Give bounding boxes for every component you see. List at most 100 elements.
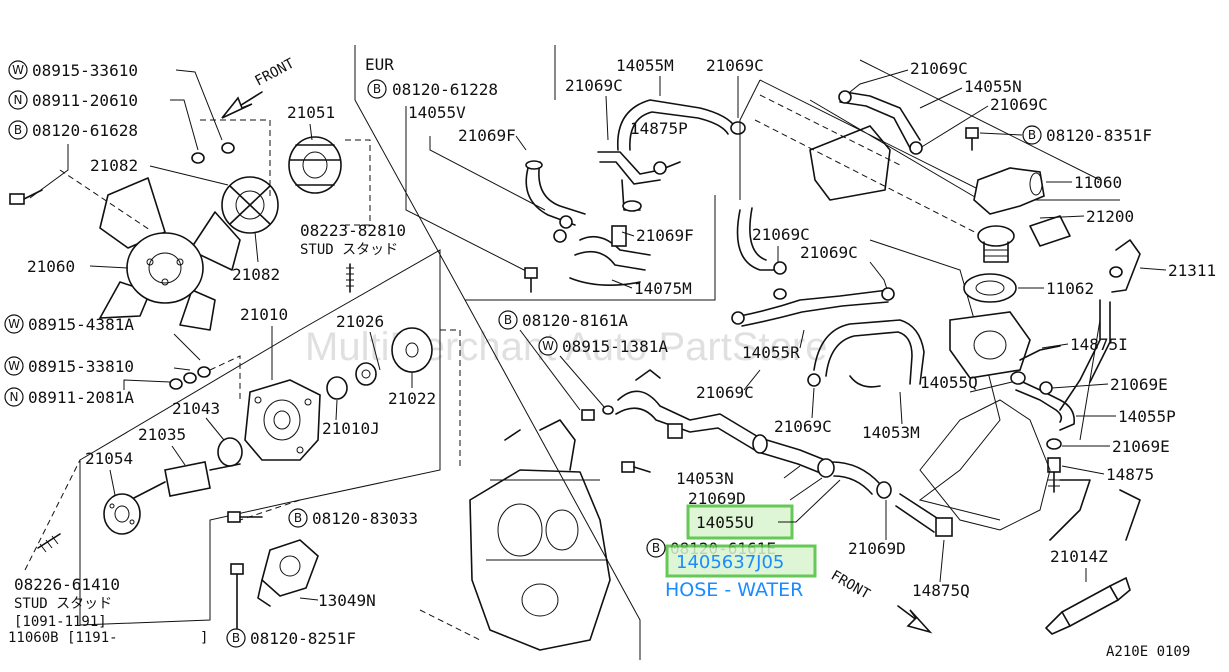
svg-text:B: B	[294, 511, 302, 525]
front-cover	[919, 399, 1141, 541]
label-21051: 21051	[287, 103, 335, 122]
hose-14055r	[731, 207, 895, 327]
label-stud-82810: 08223-82810	[300, 221, 406, 240]
label-range-2-end: ]	[200, 630, 208, 646]
front-label-bottom: FRONT	[828, 568, 873, 603]
label-11060: 11060	[1074, 173, 1122, 192]
callout-w-4381a: W 08915-4381A	[4, 314, 201, 361]
label-61228: 08120-61228	[392, 80, 498, 99]
part-description: HOSE - WATER	[665, 579, 803, 601]
svg-text:B: B	[232, 631, 240, 645]
front-label-top: FRONT	[252, 55, 297, 89]
hose-14055p	[1010, 371, 1076, 450]
label-21010: 21010	[240, 305, 288, 324]
label-21311: 21311	[1168, 261, 1216, 280]
hose-14055m	[617, 99, 746, 151]
washer-row	[169, 355, 241, 400]
stud-61410	[37, 533, 61, 553]
label-14055m: 14055M	[616, 56, 674, 75]
bolt-8251f	[230, 563, 244, 633]
shaft-21035	[129, 461, 241, 501]
label-14055u[interactable]: 14055U	[696, 513, 754, 532]
svg-text:08120-61628: 08120-61628	[32, 121, 138, 140]
label-21069c-c: 21069C	[910, 59, 968, 78]
callout-b-8251f	[226, 628, 246, 648]
label-21035: 21035	[138, 425, 186, 444]
label-21069c-d: 21069C	[990, 95, 1048, 114]
hose-14055v	[525, 160, 586, 226]
callout-n-20610: N 08911-20610	[8, 90, 199, 151]
label-14875i: 14875I	[1070, 335, 1128, 354]
label-11062: 11062	[1046, 279, 1094, 298]
label-eur: EUR	[365, 55, 394, 74]
label-21054: 21054	[85, 449, 133, 468]
highlight-box-14055u[interactable]	[686, 504, 794, 540]
bracket-21311	[1109, 239, 1141, 293]
svg-text:B: B	[373, 82, 381, 96]
callout-w-33610: W 08915-33610	[8, 60, 223, 141]
clamp-21069d-a	[817, 458, 835, 478]
fan-clutch-21082	[221, 176, 279, 234]
housing-13049n	[257, 539, 319, 607]
washer-pair-top	[191, 142, 235, 164]
dash-fan-axis	[59, 119, 371, 231]
gasket-11062	[963, 273, 1017, 303]
bolt-center-b	[621, 461, 651, 473]
label-14055n: 14055N	[964, 77, 1022, 96]
sensor-14875	[1047, 457, 1061, 493]
bolt-center-a	[524, 267, 538, 293]
pipe-14875i	[1059, 299, 1111, 411]
pipe-14053n	[615, 369, 831, 477]
svg-text:N: N	[14, 93, 23, 107]
label-21069e-b: 21069E	[1112, 437, 1170, 456]
impeller-21026	[391, 327, 433, 373]
svg-text:B: B	[504, 313, 512, 327]
svg-text:08915-33810: 08915-33810	[28, 357, 134, 376]
svg-text:W: W	[8, 317, 20, 331]
label-21022: 21022	[388, 389, 436, 408]
bolt-8351f	[965, 127, 979, 151]
label-1381a: 08915-1381A	[562, 337, 668, 356]
label-11060b: 11060B [1191-	[8, 630, 118, 646]
svg-text:B: B	[652, 541, 660, 555]
label-21010j: 21010J	[322, 419, 380, 438]
label-21069d-a: 21069D	[688, 489, 746, 508]
svg-text:08911-20610: 08911-20610	[32, 91, 138, 110]
label-14053n: 14053N	[676, 469, 734, 488]
highlight-box-part-number[interactable]	[665, 544, 817, 578]
callout-b-61228	[367, 79, 387, 99]
pump-frame-dash	[24, 329, 481, 641]
thermostat-21200	[977, 215, 1071, 263]
label-21014z: 21014Z	[1050, 547, 1108, 566]
pipe-14875p	[597, 151, 681, 212]
callout-w-33810: W 08915-33810	[4, 356, 191, 376]
svg-text:08911-2081A: 08911-2081A	[28, 388, 134, 407]
label-13049n: 13049N	[318, 591, 376, 610]
label-21069c-e: 21069C	[752, 225, 810, 244]
label-21082-b: 21082	[232, 265, 280, 284]
label-8351f: 08120-8351F	[1046, 126, 1152, 145]
label-stud-61410: 08226-61410	[14, 575, 120, 594]
seal-21022	[326, 362, 377, 400]
label-range-1: [1091-1191]	[14, 614, 107, 630]
callout-b-8161a	[498, 310, 518, 330]
callout-n-2081a: N 08911-2081A	[4, 379, 171, 407]
bolt-61628	[9, 189, 43, 205]
water-pump-21010	[244, 379, 321, 461]
label-21043: 21043	[172, 399, 220, 418]
label-stud-61410-text: STUD スタッド	[14, 596, 112, 612]
label-21069c-a: 21069C	[565, 76, 623, 95]
bolt-8161a	[581, 405, 614, 421]
svg-text:W: W	[8, 359, 20, 373]
label-stud-82810-text: STUD スタッド	[300, 242, 398, 258]
label-8251f: 08120-8251F	[250, 629, 356, 648]
label-14055r: 14055R	[742, 343, 800, 362]
label-8161a: 08120-8161A	[522, 311, 628, 330]
label-21082-a: 21082	[90, 156, 138, 175]
hose-14875q	[895, 493, 953, 537]
label-14053m: 14053M	[862, 423, 920, 442]
thermostat-housing	[949, 311, 1061, 379]
part-number[interactable]: 1405637J05	[676, 552, 784, 573]
label-14055q: 14055Q	[920, 373, 978, 392]
